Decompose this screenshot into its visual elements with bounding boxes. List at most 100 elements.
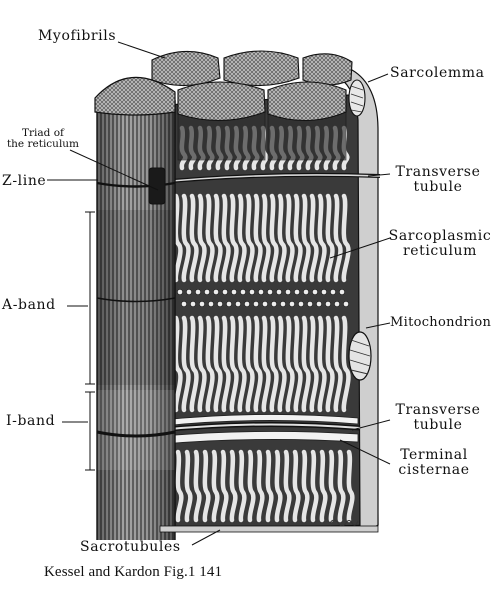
reticulum-tubule: [245, 315, 255, 413]
leader-lines: [47, 41, 391, 546]
fenestrated-collar-pore: [330, 289, 336, 295]
reticulum-tubule: [292, 449, 301, 523]
reticulum-tubule: [237, 193, 247, 283]
reticulum-tubule: [205, 193, 215, 283]
reticulum-tubule: [333, 315, 343, 413]
label-mitochondrion: Mitochondrion: [390, 315, 492, 330]
fenestrated-collar-pore: [298, 301, 304, 307]
fenestrated-collar-pore: [240, 289, 246, 295]
fenestrated-collar-pore: [271, 301, 277, 307]
reticulum-tubule: [175, 449, 184, 523]
reticulum-tubule: [197, 315, 207, 413]
fenestrated-collar-pore: [208, 301, 214, 307]
reticulum-tubule: [277, 315, 287, 413]
reticulum-tubule: [285, 193, 295, 283]
reticulum-tubule: [189, 315, 199, 413]
reticulum-tubule: [205, 315, 215, 413]
terminal-cisternae: [161, 414, 359, 427]
fenestrated-collar-pore: [199, 301, 205, 307]
label-transverse-tubule-bottom-line1: Transverse: [395, 402, 481, 418]
fenestrated-collar-pore: [289, 301, 295, 307]
label-terminal-cisternae: Terminal cisternae: [386, 447, 482, 478]
myofibril-cylinder: [94, 76, 176, 540]
reticulum-tubule: [253, 315, 263, 413]
label-a-band: A-band: [2, 297, 56, 313]
fenestrated-collar-pore: [334, 301, 340, 307]
reticulum-tubule: [325, 193, 335, 283]
reticulum-tubule: [333, 193, 343, 283]
reticulum-tubule: [221, 193, 231, 283]
fenestrated-collar-pore: [195, 289, 201, 295]
fenestrated-collar-pore: [231, 289, 237, 295]
reticulum-tubule: [337, 449, 346, 523]
reticulum-tubule: [346, 449, 355, 523]
reticulum-tubule: [283, 449, 292, 523]
fenestrated-collar-pore: [307, 301, 313, 307]
fenestrated-collar-pore: [190, 301, 196, 307]
fenestrated-collar-pore: [226, 301, 232, 307]
fenestrated-collar-pore: [222, 289, 228, 295]
fenestrated-collar-pore: [285, 289, 291, 295]
reticulum-tubule: [309, 315, 319, 413]
fenestrated-collar-pore: [258, 289, 264, 295]
fenestrated-collar-pore: [303, 289, 309, 295]
reticulum-tubule: [247, 449, 256, 523]
fenestrated-collar-pore: [249, 289, 255, 295]
artist-signature: [329, 519, 359, 527]
fenestrated-collar-pore: [235, 301, 241, 307]
label-triad-line1: Triad of: [22, 127, 64, 139]
fenestrated-collar-pore: [294, 289, 300, 295]
fenestrated-collar-pore: [316, 301, 322, 307]
fenestrated-collar-pore: [204, 289, 210, 295]
reticulum-tubule: [274, 449, 283, 523]
reticulum-tubule: [341, 193, 351, 283]
reticulum-tubule: [317, 193, 327, 283]
fenestrated-collar-pore: [267, 289, 273, 295]
reticulum-tubule: [261, 315, 271, 413]
label-terminal-line1: Terminal: [400, 447, 468, 463]
reticulum-tubule: [317, 315, 327, 413]
fenestrated-collar-pore: [321, 289, 327, 295]
label-transverse-tubule-top-line1: Transverse: [395, 164, 481, 180]
reticulum-tubule: [328, 449, 337, 523]
reticulum-tubule: [202, 449, 211, 523]
label-sarcoplasmic-line1: Sarcoplasmic: [388, 228, 492, 244]
fenestrated-collar-pore: [213, 289, 219, 295]
reticulum-tubule: [269, 315, 279, 413]
label-triad: Triad of the reticulum: [2, 127, 84, 151]
label-sarcoplasmic-reticulum: Sarcoplasmic reticulum: [388, 228, 492, 259]
reticulum-tubule: [213, 315, 223, 413]
reticulum-tubule: [245, 193, 255, 283]
fenestrated-collar-pore: [262, 301, 268, 307]
fenestrated-collar-pore: [217, 301, 223, 307]
reticulum-tubule: [220, 449, 229, 523]
reticulum-tubule: [238, 449, 247, 523]
reticulum-tubule: [181, 315, 191, 413]
fenestrated-collar-pore: [280, 301, 286, 307]
reticulum-tubule: [229, 449, 238, 523]
reticulum-tubule: [197, 193, 207, 283]
label-i-band: I-band: [6, 413, 56, 429]
reticulum-tubule: [310, 449, 319, 523]
label-transverse-tubule-top-line2: tubule: [413, 179, 463, 196]
label-transverse-tubule-bottom: Transverse tubule: [386, 402, 490, 434]
label-transverse-tubule-bottom-line2: tubule: [413, 417, 463, 434]
reticulum-tubule: [211, 449, 220, 523]
mitochondrion-upper: [348, 79, 366, 117]
label-myofibrils: Myofibrils: [38, 28, 117, 44]
reticulum-tubule: [256, 449, 265, 523]
reticulum-tubule: [237, 315, 247, 413]
reticulum-tubule: [173, 315, 183, 413]
reticulum-tubule: [184, 449, 193, 523]
reticulum-tubule: [229, 193, 239, 283]
reticulum-tubule: [193, 449, 202, 523]
fenestrated-collar-pore: [276, 289, 282, 295]
reticulum-tubule: [221, 315, 231, 413]
reticulum-tubule: [285, 315, 295, 413]
reticulum-tubule: [265, 449, 274, 523]
reticulum-tubule: [213, 193, 223, 283]
label-triad-line2: the reticulum: [6, 138, 80, 151]
reticulum-tubule: [293, 315, 303, 413]
